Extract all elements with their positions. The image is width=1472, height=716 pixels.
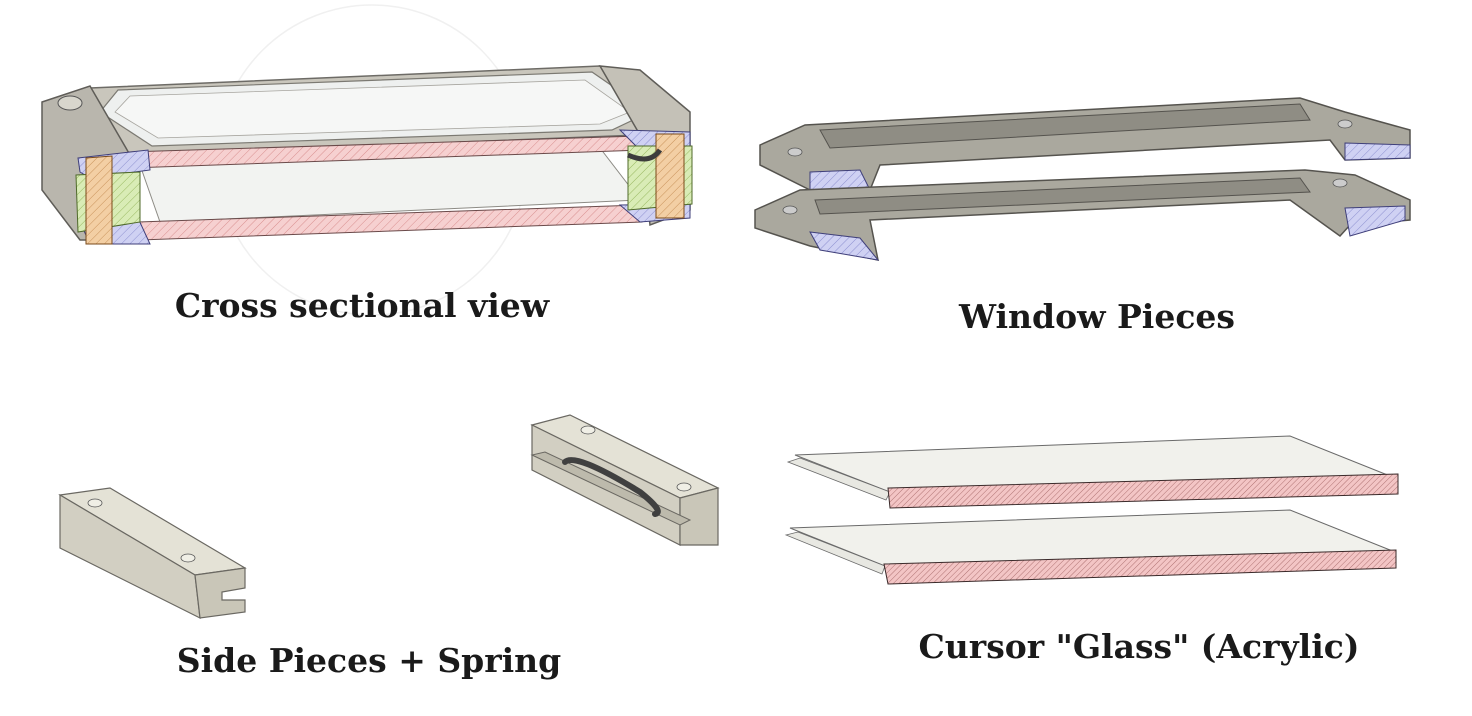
caption-cross-section: Cross sectional view [175,286,551,325]
side-pieces-render [58,414,720,620]
caption-window-pieces: Window Pieces [958,297,1235,336]
caption-side-pieces: Side Pieces + Spring [177,641,561,680]
acrylic-sheets-render [784,435,1399,585]
caption-cursor-glass: Cursor "Glass" (Acrylic) [919,627,1360,666]
window-pieces-render [754,97,1411,261]
cross-section-render [41,4,693,316]
